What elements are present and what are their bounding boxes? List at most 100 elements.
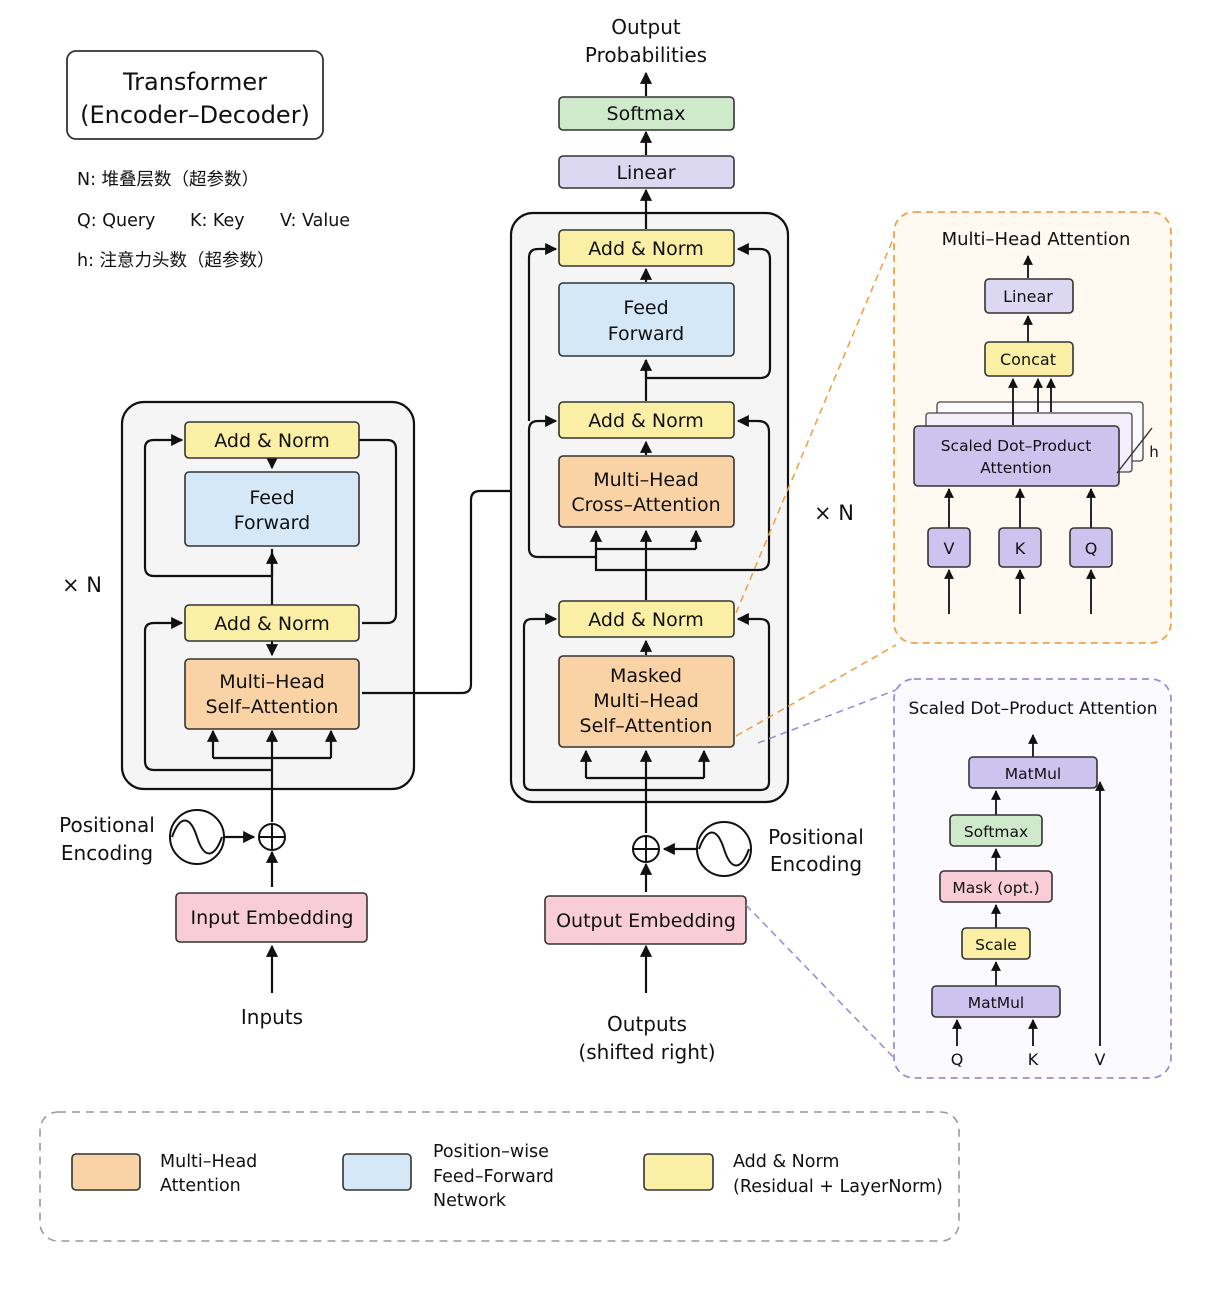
sdpa-matmul-bottom (931, 985, 1061, 1018)
encoder-repeat-label: × N (62, 573, 102, 597)
inputs-label: Inputs (241, 1005, 303, 1029)
sdpa-zoom-line-top (757, 689, 897, 744)
decoder-add-norm-top (558, 229, 735, 267)
output-embedding-label: Output Embedding (556, 910, 736, 932)
mha-head-count-slash (1116, 427, 1153, 474)
decoder-add-circle-icon (632, 835, 660, 863)
encoder-add-norm-top-label: Add & Norm (214, 430, 330, 452)
legend-swatch-feed-forward (342, 1153, 412, 1191)
legend: Multi–Head Attention Position–wise Feed–… (39, 1111, 960, 1242)
sdpa-scale (961, 927, 1031, 960)
sdpa-matmul-top-label: MatMul (1005, 765, 1061, 783)
decoder-masked-self-attention (558, 655, 735, 748)
decoder-masked-label-2: Multi–Head (593, 690, 699, 712)
encoder-mha-label-2: Self–Attention (206, 696, 339, 718)
note-k: K: Key (190, 211, 245, 231)
mha-panel-title: Multi–Head Attention (942, 229, 1131, 250)
sdpa-zoom-line-bottom (745, 904, 897, 1061)
linear-label: Linear (616, 162, 675, 184)
decoder-ff-label-2: Forward (608, 323, 684, 345)
mha-zoom-line-top (735, 231, 897, 614)
encoder-pos-label-2: Encoding (61, 841, 153, 865)
sdpa-matmul-bottom-label: MatMul (968, 994, 1024, 1012)
mha-concat-block (984, 341, 1074, 377)
output-prob-label-1: Output (611, 15, 681, 39)
encoder-add-norm-top (184, 421, 360, 459)
legend-swatch-add-norm (643, 1153, 714, 1191)
sdpa-q-label: Q (951, 1050, 964, 1069)
legend-mha-line-1: Multi–Head (160, 1152, 257, 1172)
legend-an-line-1: Add & Norm (733, 1152, 839, 1172)
mha-q-block (1069, 527, 1113, 568)
decoder-masked-label-3: Self–Attention (580, 715, 713, 737)
input-embedding (175, 892, 368, 943)
sdpa-k-label: K (1028, 1050, 1039, 1069)
title-line-2: (Encoder–Decoder) (80, 101, 310, 129)
notes: N: 堆叠层数（超参数） Q: Query K: Key V: Value h:… (77, 170, 350, 271)
decoder-add-norm-bottom (558, 600, 735, 638)
mha-q-label: Q (1085, 539, 1098, 558)
encoder-positional-encoding-icon (169, 809, 225, 865)
decoder-pos-label-2: Encoding (770, 852, 862, 876)
decoder-repeat-label: × N (814, 501, 854, 525)
encoder-multi-head-self-attention (184, 658, 360, 730)
legend-an-line-2: (Residual + LayerNorm) (733, 1177, 943, 1197)
outputs-label-2: (shifted right) (578, 1040, 715, 1064)
encoder: Add & Norm Feed Forward Add & Norm Multi… (59, 400, 556, 1029)
note-v: V: Value (280, 211, 350, 231)
decoder-pos-label-1: Positional (768, 825, 864, 849)
decoder-add-norm-mid (558, 401, 735, 439)
softmax-block (558, 96, 735, 131)
encoder-ff-label-1: Feed (249, 487, 294, 509)
mha-linear-label: Linear (1003, 287, 1053, 306)
mha-sdpa-block (913, 425, 1120, 487)
softmax-label: Softmax (607, 103, 686, 125)
mha-concat-label: Concat (1000, 350, 1056, 369)
mha-sdpa-label-1: Scaled Dot–Product (941, 437, 1092, 455)
decoder-add-norm-mid-label: Add & Norm (588, 410, 704, 432)
sdpa-panel: Scaled Dot–Product Attention MatMul Soft… (893, 678, 1172, 1079)
input-embedding-label: Input Embedding (190, 907, 353, 929)
sdpa-panel-title: Scaled Dot–Product Attention (909, 699, 1158, 719)
title-box: Transformer (Encoder–Decoder) (66, 50, 324, 140)
encoder-ff-label-2: Forward (234, 512, 310, 534)
sdpa-matmul-top (968, 756, 1098, 789)
decoder-feed-forward (558, 282, 735, 357)
note-h: h: 注意力头数（超参数） (77, 251, 275, 271)
encoder-add-norm-bottom-label: Add & Norm (214, 613, 330, 635)
decoder-masked-label-1: Masked (610, 665, 682, 687)
decoder-cross-label-1: Multi–Head (593, 469, 699, 491)
sdpa-mask-label: Mask (opt.) (952, 879, 1039, 897)
legend-ff-line-2: Feed–Forward (433, 1167, 554, 1187)
linear-block (558, 155, 735, 189)
sdpa-softmax (949, 814, 1043, 847)
mha-panel: Multi–Head Attention Linear Concat Scale… (893, 211, 1172, 644)
decoder: Softmax Linear Output Probabilities Add … (509, 15, 864, 1064)
mha-k-label: K (1015, 539, 1026, 558)
mha-linear-block (984, 278, 1074, 314)
encoder-mha-label-1: Multi–Head (219, 671, 325, 693)
legend-ff-line-3: Network (433, 1191, 507, 1211)
mha-v-label: V (944, 539, 955, 558)
decoder-add-norm-bottom-label: Add & Norm (588, 609, 704, 631)
sdpa-v-label: V (1095, 1050, 1106, 1069)
encoder-add-circle-icon (258, 823, 286, 851)
legend-mha-line-2: Attention (160, 1176, 241, 1196)
mha-h-label: h (1149, 443, 1159, 461)
title-line-1: Transformer (122, 68, 267, 96)
decoder-cross-attention (558, 455, 735, 528)
note-q: Q: Query (77, 211, 155, 231)
sdpa-scale-label: Scale (975, 936, 1017, 954)
mha-v-block (927, 527, 971, 568)
outputs-label-1: Outputs (607, 1012, 687, 1036)
decoder-positional-encoding-icon (696, 821, 752, 877)
mha-zoom-line-bottom (735, 644, 897, 737)
encoder-feed-forward (184, 471, 360, 547)
encoder-add-norm-bottom (184, 604, 360, 642)
legend-ff-line-1: Position–wise (433, 1142, 549, 1162)
mha-sdpa-label-2: Attention (980, 459, 1052, 477)
output-embedding (544, 895, 747, 945)
decoder-add-norm-top-label: Add & Norm (588, 238, 704, 260)
encoder-stack (120, 400, 416, 791)
